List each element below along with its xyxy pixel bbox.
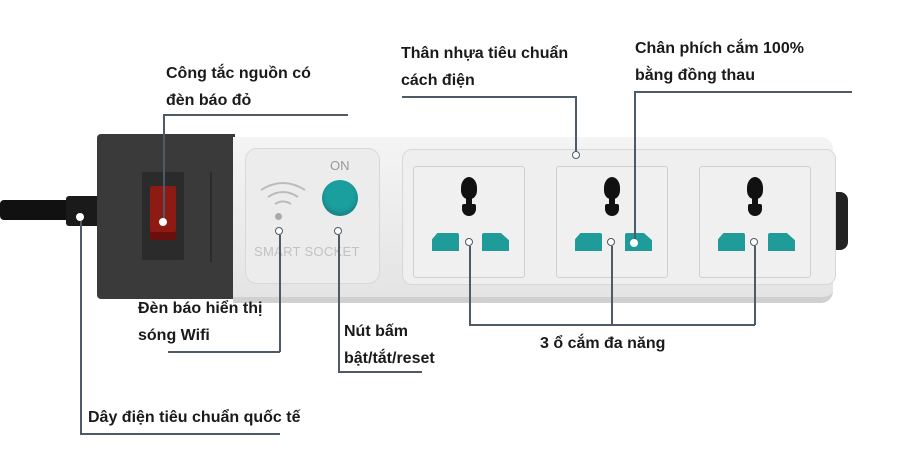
end-cap [834,192,848,250]
leader-line [634,91,636,239]
label-power-switch: Công tắc nguồn có đèn báo đỏ [166,60,311,114]
callout-dot [76,213,84,221]
label-line: Dây điện tiêu chuẩn quốc tế [88,409,301,426]
leader-line [634,91,852,93]
pin-slot-left [432,233,459,251]
brand-text: SMART SOCKET [254,244,360,259]
earth-slot-tail [462,204,476,216]
leader-line [163,114,348,116]
label-line: đèn báo đỏ [166,92,252,109]
earth-slot-icon [604,177,620,199]
leader-line [338,235,340,372]
label-line: cách điện [401,72,475,89]
callout-dot [607,238,615,246]
power-reset-button[interactable] [322,180,358,216]
callout-dot [630,239,638,247]
earth-slot-tail [748,204,762,216]
label-line: Công tắc nguồn có [166,65,311,82]
leader-line [80,221,82,434]
label-line: bằng đồng thau [635,67,755,84]
wifi-icon [260,182,306,205]
label-wifi-indicator: Đèn báo hiển thị sóng Wifi [138,295,262,349]
pin-slot-left [718,233,745,251]
label-cable: Dây điện tiêu chuẩn quốc tế [88,404,300,431]
wifi-indicator-led [275,213,282,220]
leader-line [754,246,756,325]
leader-line [611,246,613,325]
label-line: Đèn báo hiển thị [138,300,263,317]
pin-slot-right [768,233,795,251]
earth-slot-icon [461,177,477,199]
callout-dot [465,238,473,246]
pin-slot-left [575,233,602,251]
leader-line [80,433,280,435]
earth-slot-neck [752,197,758,205]
smart-control-panel [245,148,380,284]
leader-line [402,96,576,98]
callout-dot [750,238,758,246]
pin-slot-right [482,233,509,251]
label-line: sóng Wifi [138,327,210,344]
callout-dot [334,227,342,235]
cable-strain-relief [66,196,100,226]
label-line: Chân phích cắm 100% [635,40,804,57]
leader-line [163,114,165,218]
callout-dot [275,227,283,235]
label-line: Thân nhựa tiêu chuẩn [401,45,569,62]
label-brass-pins: Chân phích cắm 100% bằng đồng thau [635,35,804,89]
housing-groove [210,172,212,262]
label-line: bật/tắt/reset [344,350,435,367]
earth-slot-tail [605,204,619,216]
earth-slot-icon [747,177,763,199]
label-outlets: 3 ổ cắm đa năng [540,330,665,357]
earth-slot-neck [609,197,615,205]
leader-line [279,235,281,352]
leader-line [469,246,471,325]
outlet-2 [556,166,668,278]
label-reset-button: Nút bấm bật/tắt/reset [344,318,435,372]
on-label: ON [330,158,350,173]
leader-line [469,324,755,326]
callout-dot [159,218,167,226]
leader-line [575,96,577,151]
label-line: Nút bấm [344,323,408,340]
label-plastic-body: Thân nhựa tiêu chuẩn cách điện [401,40,568,94]
power-cable [0,200,80,220]
callout-dot [572,151,580,159]
label-line: 3 ổ cắm đa năng [540,335,666,352]
earth-slot-neck [466,197,472,205]
leader-line [168,351,280,353]
leader-line [338,371,422,373]
